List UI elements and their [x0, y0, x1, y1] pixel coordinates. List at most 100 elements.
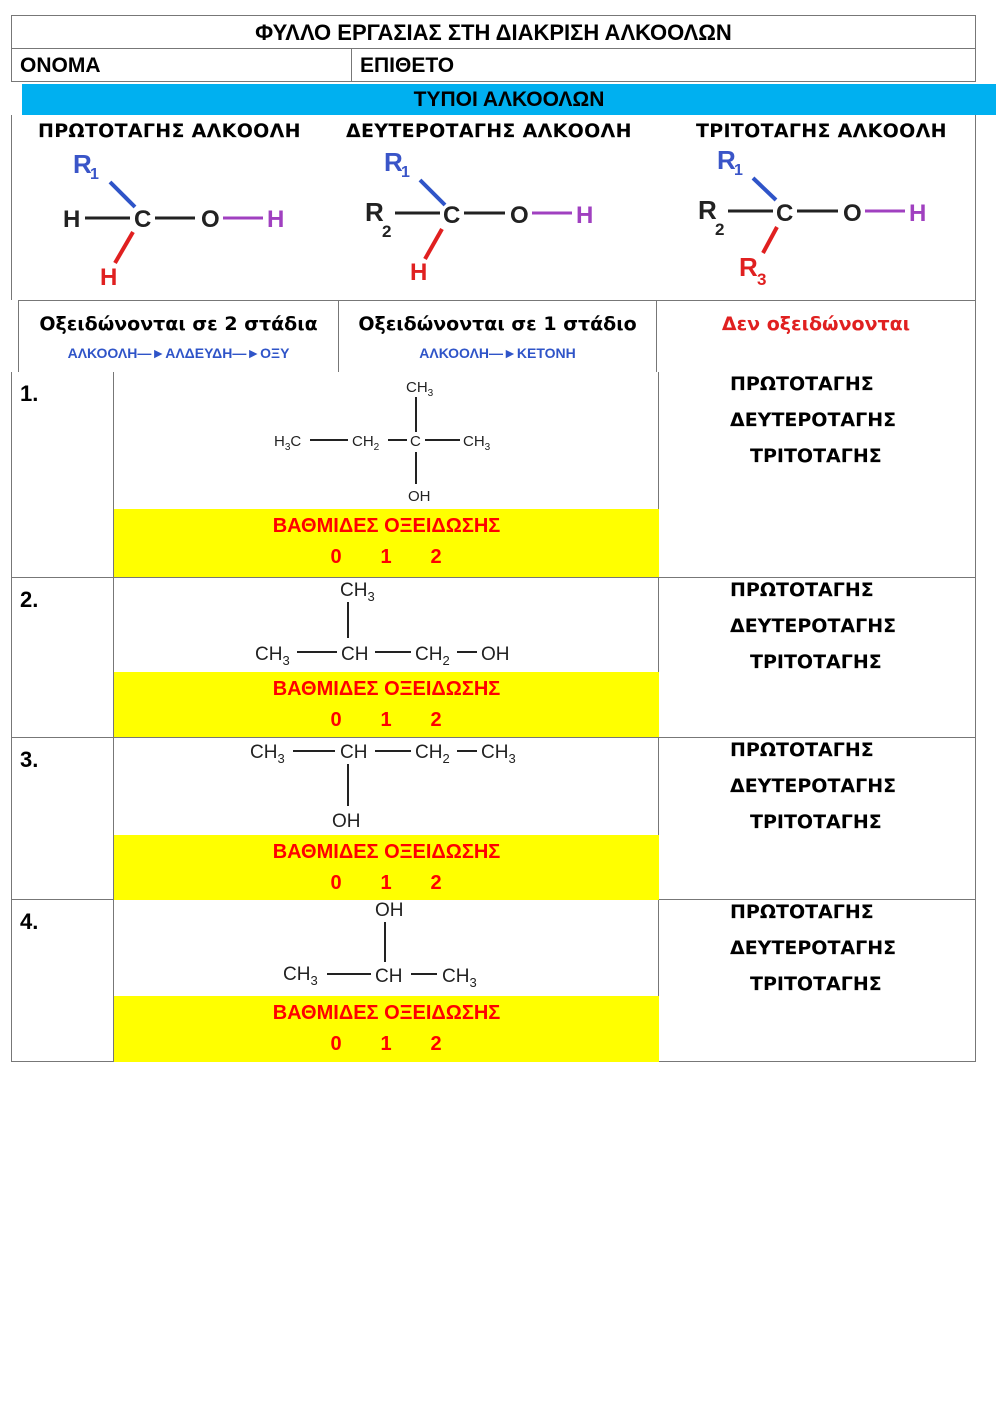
svg-text:H: H: [576, 202, 593, 229]
flow-ketone: ΚΕΤΟΝΗ: [516, 345, 576, 361]
choice-primary[interactable]: ΠΡΩΤΟΤΑΓΗΣ: [730, 373, 874, 395]
primary-oxidation-text: Οξειδώνονται σε 2 στάδια: [39, 313, 318, 335]
svg-text:1: 1: [401, 164, 410, 181]
choice-secondary[interactable]: ΔΕΥΤΕΡΟΤΑΓΗΣ: [730, 615, 897, 637]
svg-text:R: R: [739, 252, 758, 282]
svg-text:H: H: [267, 206, 284, 233]
svg-text:H3C: H3C: [274, 433, 301, 453]
flow-aldehyde: ΑΛΔΕΥΔΗ: [165, 345, 233, 361]
svg-text:OH: OH: [408, 488, 431, 505]
svg-text:CH: CH: [340, 742, 367, 763]
question-number: 3.: [20, 747, 39, 772]
degree-option[interactable]: 2: [430, 546, 443, 568]
flow-acid: ΟΞΥ: [260, 345, 290, 361]
alcohol-types-panel: [11, 115, 976, 300]
oxidation-degree-options: 0 1 2: [114, 546, 659, 569]
svg-text:CH: CH: [375, 966, 402, 987]
svg-text:CH2: CH2: [352, 433, 380, 453]
svg-text:CH3: CH3: [283, 964, 318, 988]
svg-text:H: H: [63, 206, 80, 233]
svg-text:CH3: CH3: [255, 644, 290, 668]
svg-text:1: 1: [90, 166, 99, 183]
svg-text:OH: OH: [375, 900, 404, 921]
degree-option[interactable]: 2: [430, 1033, 443, 1055]
question-number: 1.: [20, 381, 39, 406]
choice-tertiary[interactable]: ΤΡΙΤΟΤΑΓΗΣ: [750, 445, 882, 467]
degree-option[interactable]: 1: [380, 872, 393, 894]
secondary-oxidation-text: Οξειδώνονται σε 1 στάδιο: [358, 313, 637, 335]
choice-secondary[interactable]: ΔΕΥΤΕΡΟΤΑΓΗΣ: [730, 937, 897, 959]
svg-text:R: R: [384, 147, 403, 177]
svg-text:C: C: [776, 200, 793, 227]
svg-text:O: O: [843, 200, 862, 227]
svg-text:2: 2: [382, 222, 391, 241]
structure-cell: [113, 738, 659, 900]
svg-text:O: O: [510, 202, 529, 229]
arrow-icon: —►: [137, 345, 166, 361]
svg-text:CH2: CH2: [415, 742, 450, 766]
degree-option[interactable]: 0: [330, 872, 343, 894]
degree-option[interactable]: 1: [380, 546, 393, 568]
alcohol-type-choices: ΠΡΩΤΟΤΑΓΗΣ ΔΕΥΤΕΡΟΤΑΓΗΣ ΤΡΙΤΟΤΑΓΗΣ: [730, 366, 896, 474]
svg-text:3: 3: [757, 270, 766, 289]
choice-primary[interactable]: ΠΡΩΤΟΤΑΓΗΣ: [730, 579, 874, 601]
secondary-oxidation-flow: ΑΛΚΟΟΛΗ—►ΚΕΤΟΝΗ: [339, 345, 656, 361]
degree-option[interactable]: 1: [380, 709, 393, 731]
degree-option[interactable]: 2: [430, 872, 443, 894]
svg-text:CH3: CH3: [463, 433, 491, 453]
svg-text:CH2: CH2: [415, 644, 450, 668]
molecule-2-structure: CH3 CH3 CH CH2 OH: [255, 580, 510, 668]
svg-text:OH: OH: [332, 811, 361, 832]
oxidation-degree-label: ΒΑΘΜΙΔΕΣ ΟΞΕΙΔΩΣΗΣ: [272, 678, 501, 700]
types-heading: ΤΥΠΟΙ ΑΛΚΟΟΛΩΝ: [22, 84, 996, 115]
degree-option[interactable]: 0: [330, 546, 343, 568]
oxidation-degree-label: ΒΑΘΜΙΔΕΣ ΟΞΕΙΔΩΣΗΣ: [272, 1002, 501, 1024]
svg-text:C: C: [410, 433, 421, 450]
svg-text:CH3: CH3: [481, 742, 516, 766]
svg-text:R: R: [698, 195, 717, 225]
degree-option[interactable]: 1: [380, 1033, 393, 1055]
oxidation-degree-box: ΒΑΘΜΙΔΕΣ ΟΞΕΙΔΩΣΗΣ 0 1 2: [114, 509, 659, 577]
oxidation-degree-box: ΒΑΘΜΙΔΕΣ ΟΞΕΙΔΩΣΗΣ 0 1 2: [114, 835, 659, 900]
name-field[interactable]: ΟΝΟΜΑ: [11, 48, 352, 82]
oxidation-degree-label: ΒΑΘΜΙΔΕΣ ΟΞΕΙΔΩΣΗΣ: [272, 841, 501, 863]
degree-option[interactable]: 0: [330, 709, 343, 731]
oxidation-degree-options: 0 1 2: [114, 872, 659, 895]
choice-secondary[interactable]: ΔΕΥΤΕΡΟΤΑΓΗΣ: [730, 409, 897, 431]
choice-tertiary[interactable]: ΤΡΙΤΟΤΑΓΗΣ: [750, 651, 882, 673]
question-row: [11, 372, 976, 578]
question-row: [11, 578, 976, 738]
svg-text:CH: CH: [341, 644, 368, 665]
svg-text:CH3: CH3: [250, 742, 285, 766]
choice-tertiary[interactable]: ΤΡΙΤΟΤΑΓΗΣ: [750, 811, 882, 833]
tertiary-alcohol-structure: R 1 R 2 C O H R 3: [698, 145, 926, 289]
svg-text:H: H: [410, 259, 427, 286]
choice-primary[interactable]: ΠΡΩΤΟΤΑΓΗΣ: [730, 739, 874, 761]
choice-secondary[interactable]: ΔΕΥΤΕΡΟΤΑΓΗΣ: [730, 775, 897, 797]
svg-text:CH3: CH3: [406, 379, 434, 399]
structure-cell: [113, 900, 659, 1062]
flow-alcohol: ΑΛΚΟΟΛΗ: [67, 345, 138, 361]
oxidation-degree-box: ΒΑΘΜΙΔΕΣ ΟΞΕΙΔΩΣΗΣ 0 1 2: [114, 672, 659, 737]
choice-primary[interactable]: ΠΡΩΤΟΤΑΓΗΣ: [730, 901, 874, 923]
question-number: 4.: [20, 909, 39, 934]
primary-type-label: ΠΡΩΤΟΤΑΓΗΣ ΑΛΚΟΟΛΗ: [38, 120, 301, 142]
structure-cell: [113, 372, 659, 578]
choice-tertiary[interactable]: ΤΡΙΤΟΤΑΓΗΣ: [750, 973, 882, 995]
surname-field[interactable]: ΕΠΙΘΕΤΟ: [351, 48, 976, 82]
molecule-3-structure: CH3 CH CH2 CH3 OH: [250, 742, 516, 832]
secondary-oxidation-cell: Οξειδώνονται σε 1 στάδιο ΑΛΚΟΟΛΗ—►ΚΕΤΟΝΗ: [339, 300, 657, 372]
arrow-icon: —►: [232, 345, 261, 361]
alcohol-type-choices: ΠΡΩΤΟΤΑΓΗΣ ΔΕΥΤΕΡΟΤΑΓΗΣ ΤΡΙΤΟΤΑΓΗΣ: [730, 732, 896, 840]
molecule-4-structure: OH CH3 CH CH3: [283, 900, 477, 990]
question-number: 2.: [20, 587, 39, 612]
primary-oxidation-flow: ΑΛΚΟΟΛΗ—►ΑΛΔΕΥΔΗ—►ΟΞΥ: [19, 345, 338, 361]
svg-text:R: R: [73, 149, 92, 179]
molecule-1-structure: CH3 H3C CH2 C CH3 OH: [274, 379, 491, 505]
worksheet-title: ΦΥΛΛΟ ΕΡΓΑΣΙΑΣ ΣΤΗ ΔΙΑΚΡΙΣΗ ΑΛΚΟΟΛΩΝ: [11, 15, 976, 49]
primary-alcohol-structure: R 1 H C O H H: [63, 149, 284, 291]
degree-option[interactable]: 2: [430, 709, 443, 731]
alcohol-type-choices: ΠΡΩΤΟΤΑΓΗΣ ΔΕΥΤΕΡΟΤΑΓΗΣ ΤΡΙΤΟΤΑΓΗΣ: [730, 894, 896, 1002]
oxidation-degree-label: ΒΑΘΜΙΔΕΣ ΟΞΕΙΔΩΣΗΣ: [272, 515, 501, 537]
degree-option[interactable]: 0: [330, 1033, 343, 1055]
